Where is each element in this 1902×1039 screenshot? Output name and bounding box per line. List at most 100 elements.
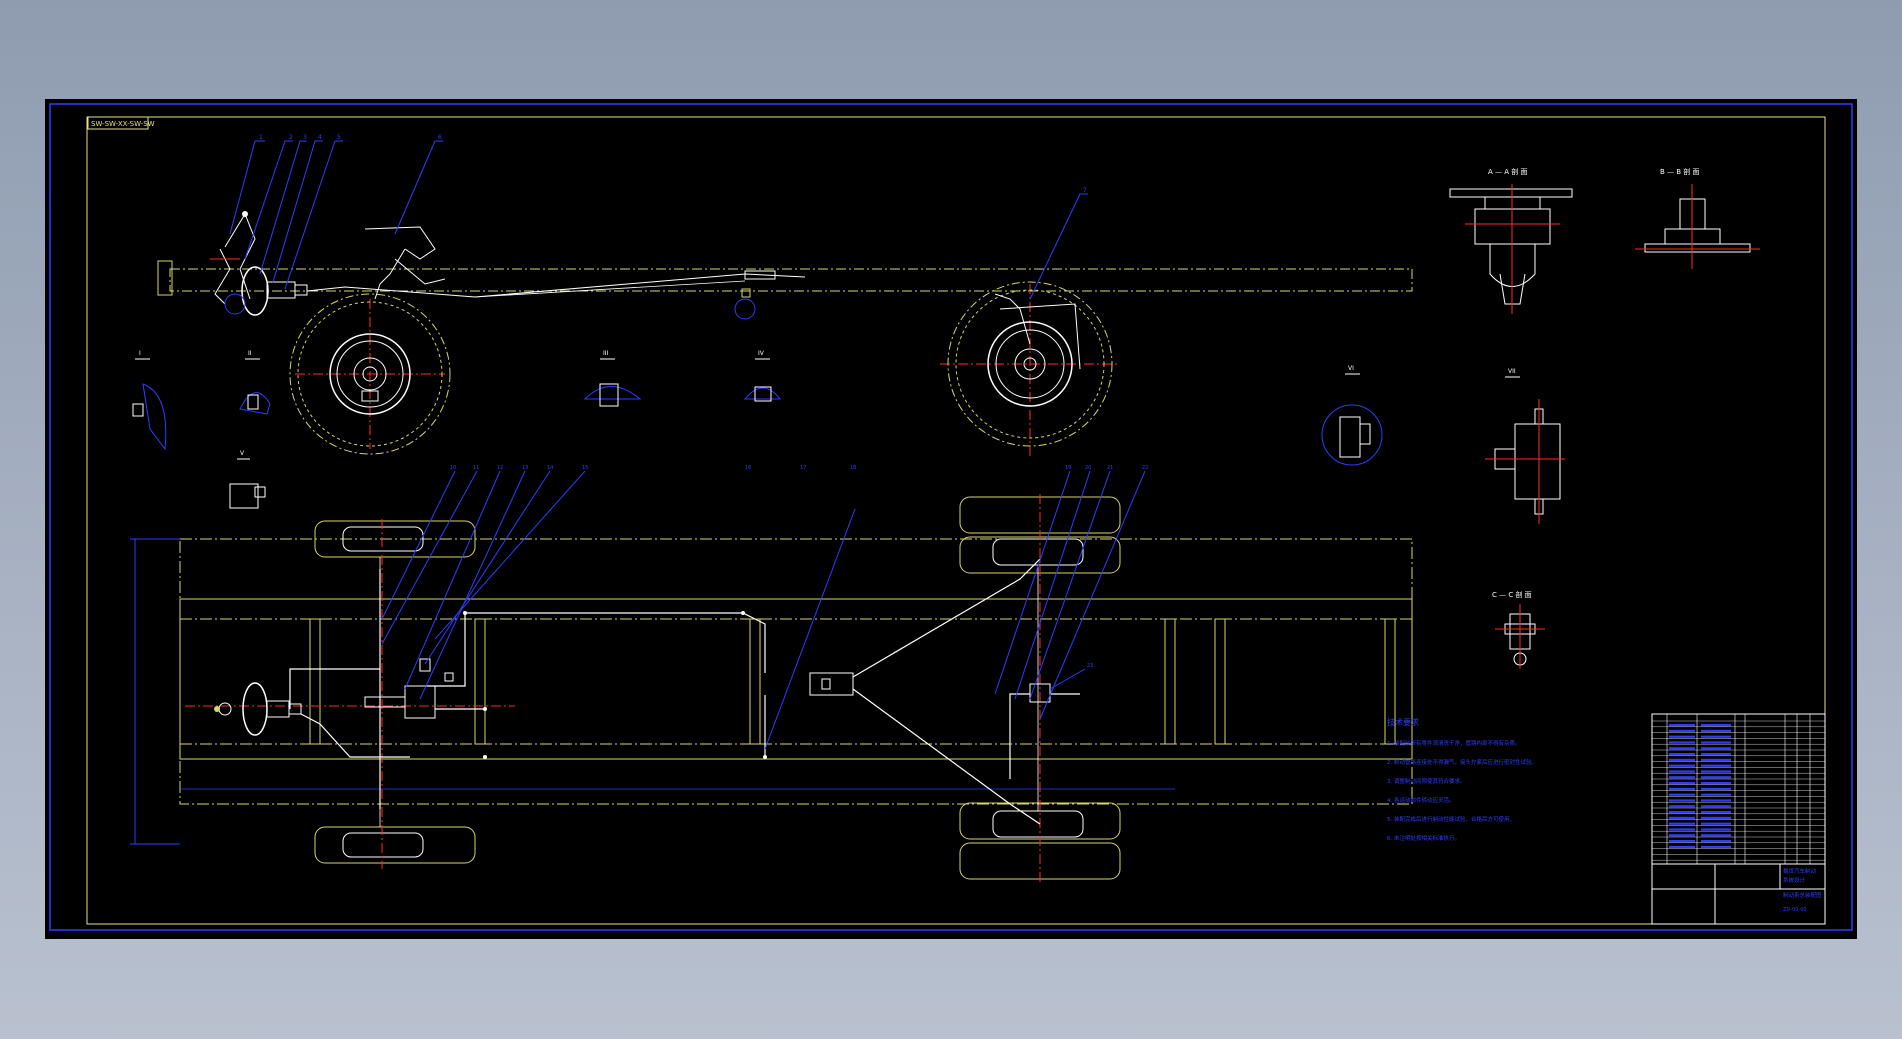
leader-lines-plan [381,470,1146,750]
front-wheel [289,293,451,455]
note-line: 4. 各运动部件转动应灵活。 [1387,796,1455,804]
parts-list [1652,714,1825,864]
note-line: 3. 调整制动间隙使其符合要求。 [1387,777,1466,785]
parts-name-mark [1701,822,1731,825]
drawing-sheet: SW-SW-XX-SW-SW [45,99,1857,939]
balloon-label: 4 [318,134,322,141]
parts-name-mark [1701,828,1731,831]
title-line-1: 载货汽车制动 [1783,867,1817,875]
parts-code-mark [1669,782,1695,785]
parts-name-mark [1701,811,1731,814]
balloon-label: 2 [289,134,293,141]
view-c-c: C — C 剖 面 [1492,590,1545,669]
view-b-title: B — B 剖 面 [1660,167,1700,176]
parts-code-mark [1669,724,1695,727]
parts-code-mark [1669,805,1695,808]
parts-name-mark [1701,747,1731,750]
plan-view: 10 11 12 13 14 15 16 17 18 19 20 21 22 2… [130,465,1413,884]
balloon-label: 6 [438,134,442,141]
parts-code-mark [1669,770,1695,773]
brake-pedal-assembly [210,211,308,316]
rear-hose [994,293,1031,345]
balloon-label: 18 [850,465,856,471]
balloon-label: 12 [497,465,503,471]
note-line: 2. 制动管路连接处不得漏气，接头拧紧后应进行密封性试验。 [1387,758,1537,766]
balloon-label: 16 [745,465,751,471]
title-line-2: 系统设计 [1783,876,1806,884]
front-tire-bottom [314,826,476,864]
view-c-title: C — C 剖 面 [1492,590,1532,599]
parts-name-mark [1701,735,1731,738]
parts-code-mark [1669,793,1695,796]
load-valve [809,672,854,696]
brake-line-side [474,280,746,298]
parts-name-mark [1701,834,1731,837]
parts-code-mark [1669,729,1695,732]
parts-code-mark [1669,828,1695,831]
leader-lines [229,140,1088,300]
view-a-title: A — A 剖 面 [1488,167,1527,176]
parts-code-mark [1669,822,1695,825]
parts-code-mark [1669,753,1695,756]
frame-plan [179,598,1413,760]
section-mark: VI [1348,365,1354,372]
parts-code-mark [1669,834,1695,837]
parts-name-mark [1701,776,1731,779]
balloon-label: 7 [1083,187,1087,194]
title-block: 载货汽车制动 系统设计 制动系总装配图 ZD-00-00 [1651,713,1826,925]
section-mark: VII [1508,368,1516,375]
notes-title: 技术要求 [1387,717,1419,727]
header-tag-box [87,116,149,130]
cable-equalizer [744,270,776,280]
parts-name-mark [1701,753,1731,756]
view-b-b: B — B 剖 面 [1635,167,1760,269]
parts-code-mark [1669,776,1695,779]
balloon-label: 11 [473,465,479,471]
balloon-label: 13 [522,465,528,471]
rear-tee [1029,683,1051,703]
note-line: 6. 未注明处按相关标准执行。 [1387,834,1460,842]
parts-code-mark [1669,735,1695,738]
balloon-label: 20 [1085,465,1091,471]
cad-drawing: SW-SW-XX-SW-SW [49,103,1853,931]
brake-lines-plan [289,558,1080,825]
brake-line-side [306,273,806,298]
parts-code-mark [1669,747,1695,750]
parking-brake-lever [364,226,446,300]
detail-valve: VII [1485,368,1565,524]
balloon-label: 19 [1065,465,1071,471]
frame-rail [169,268,1413,292]
parts-name-mark [1701,724,1731,727]
outer-border [49,103,1853,931]
view-a-a: A — A 剖 面 [1449,167,1573,314]
parts-name-mark [1701,816,1731,819]
parts-code-mark [1669,799,1695,802]
parts-name-mark [1701,764,1731,767]
header-tag: SW-SW-XX-SW-SW [91,120,155,128]
parts-code-mark [1669,758,1695,761]
section-mark: II [248,350,252,357]
parts-name-mark [1701,840,1731,843]
side-view: 1 2 3 4 5 6 7 [157,134,1413,459]
section-mark: IV [758,350,765,357]
chassis-outline [179,538,1413,805]
section-mark: V [240,450,245,457]
booster-plan [214,682,302,736]
balloon-label: 21 [1107,465,1113,471]
balloon-label: 10 [450,465,456,471]
parts-code-mark [1669,764,1695,767]
parts-name-mark [1701,793,1731,796]
parts-name-mark [1701,799,1731,802]
front-bumper [157,260,173,296]
parts-code-mark [1669,845,1695,848]
parts-name-mark [1701,770,1731,773]
balloon-label: 22 [1142,465,1148,471]
parts-name-mark [1701,845,1731,848]
parts-code-mark [1669,840,1695,843]
section-details: I II III IV V VI [132,350,1383,509]
front-tire-top [314,520,476,558]
parts-code-mark [1669,787,1695,790]
balloon-label: 14 [547,465,553,471]
parts-name-mark [1701,782,1731,785]
drawing-number: ZD-00-00 [1783,907,1807,913]
